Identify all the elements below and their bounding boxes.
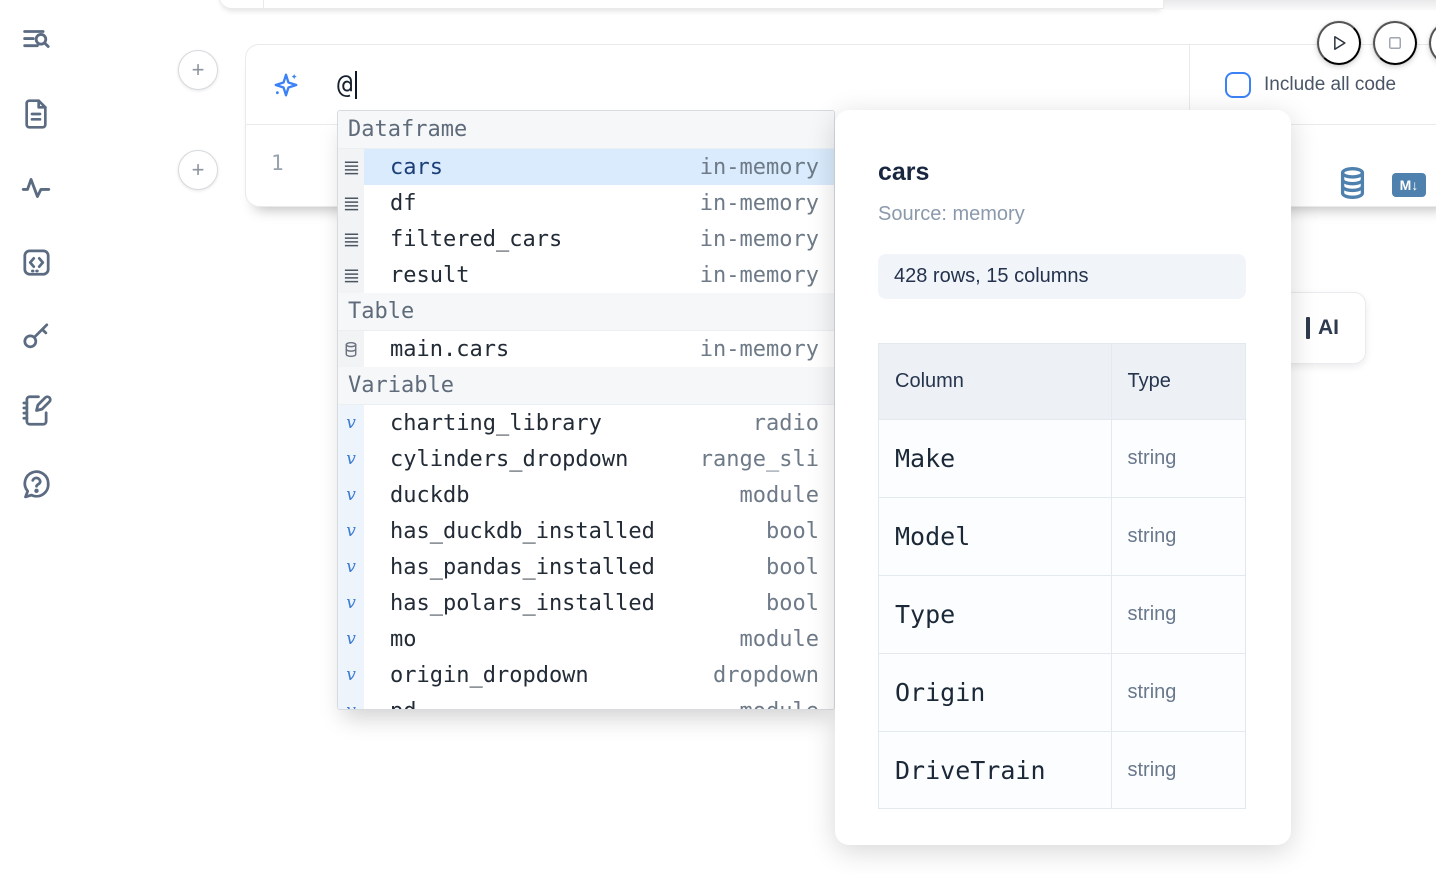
preview-stats-badge: 428 rows, 15 columns <box>878 254 1246 299</box>
stop-button[interactable] <box>1373 21 1417 65</box>
sidebar-item-snippets[interactable] <box>18 244 54 280</box>
run-cell-button[interactable] <box>1317 21 1361 65</box>
column-name: Make <box>879 419 1111 498</box>
sidebar-item-files[interactable] <box>18 96 54 132</box>
variable-icon: v <box>338 585 364 621</box>
ai-prompt-input[interactable]: @ <box>246 45 1189 124</box>
section-header-dataframe: Dataframe <box>338 111 834 149</box>
autocomplete-item-origin-dropdown[interactable]: v origin_dropdown dropdown <box>338 657 834 693</box>
autocomplete-item-pd[interactable]: v pd module <box>338 693 834 709</box>
autocomplete-item-result[interactable]: result in-memory <box>338 257 834 293</box>
help-chat-icon <box>20 468 53 501</box>
autocomplete-item-filtered-cars[interactable]: filtered_cars in-memory <box>338 221 834 257</box>
column-name: Origin <box>879 653 1111 732</box>
clipped-letter <box>1306 317 1310 339</box>
include-all-code-checkbox[interactable] <box>1225 71 1251 98</box>
previous-cell-shadow <box>1164 0 1436 10</box>
variable-icon: v <box>338 513 364 549</box>
autocomplete-item-cylinders-dropdown[interactable]: v cylinders_dropdown range_sli <box>338 441 834 477</box>
column-name: Model <box>879 497 1111 576</box>
notebook-pen-icon <box>20 394 53 427</box>
sidebar-item-activity[interactable] <box>18 170 54 206</box>
column-name: DriveTrain <box>879 731 1111 808</box>
dataframe-icon <box>338 185 364 221</box>
ai-sparkle-icon <box>272 71 300 99</box>
sidebar-item-explorer[interactable] <box>18 22 54 58</box>
autocomplete-item-has-pandas-installed[interactable]: v has_pandas_installed bool <box>338 549 834 585</box>
database-icon <box>338 331 364 367</box>
stop-icon <box>1386 34 1404 52</box>
section-header-variable: Variable <box>338 367 834 405</box>
type-header: Type <box>1110 344 1245 420</box>
key-icon <box>20 320 53 353</box>
dataframe-preview-panel: cars Source: memory 428 rows, 15 columns… <box>835 110 1291 845</box>
variable-icon: v <box>338 657 364 693</box>
autocomplete-item-charting-library[interactable]: v charting_library radio <box>338 405 834 441</box>
preview-schema-table: Column Type Make string Model string Typ… <box>878 343 1246 809</box>
line-number: 1 <box>271 151 284 175</box>
variable-icon: v <box>338 693 364 709</box>
column-type: string <box>1110 653 1245 732</box>
autocomplete-item-mo[interactable]: v mo module <box>338 621 834 657</box>
preview-title: cars <box>878 158 930 186</box>
table-row: Model string <box>879 497 1245 576</box>
add-cell-below-button[interactable]: + <box>178 150 218 190</box>
autocomplete-item-cars[interactable]: cars in-memory <box>338 149 834 185</box>
autocomplete-item-has-duckdb-installed[interactable]: v has_duckdb_installed bool <box>338 513 834 549</box>
sidebar <box>0 0 72 874</box>
table-row: Type string <box>879 575 1245 654</box>
include-all-code-option: Include all code <box>1189 45 1436 124</box>
include-all-code-label: Include all code <box>1264 73 1397 95</box>
column-name: Type <box>879 575 1111 654</box>
preview-source: Source: memory <box>878 203 1025 225</box>
code-editor-row[interactable]: 1 M↓ <box>246 125 1436 205</box>
previous-cell-bottom <box>218 0 1164 9</box>
dataframe-icon <box>338 257 364 293</box>
autocomplete-item-duckdb[interactable]: v duckdb module <box>338 477 834 513</box>
variable-icon: v <box>338 405 364 441</box>
variable-icon: v <box>338 477 364 513</box>
activity-icon <box>19 171 53 205</box>
column-type: string <box>1110 497 1245 576</box>
database-button[interactable] <box>1336 165 1369 201</box>
divider <box>263 0 264 8</box>
markdown-icon[interactable]: M↓ <box>1392 173 1426 197</box>
table-row: Origin string <box>879 653 1245 732</box>
text-cursor <box>354 70 357 99</box>
sidebar-item-help[interactable] <box>18 466 54 502</box>
table-header-row: Column Type <box>879 344 1245 420</box>
ai-prompt-value: @ <box>337 69 353 100</box>
column-header: Column <box>879 344 1111 420</box>
column-type: string <box>1110 731 1245 808</box>
sidebar-item-secrets[interactable] <box>18 318 54 354</box>
dataframe-icon <box>338 221 364 257</box>
column-type: string <box>1110 575 1245 654</box>
column-type: string <box>1110 419 1245 498</box>
variable-icon: v <box>338 441 364 477</box>
play-icon <box>1329 33 1349 53</box>
variable-icon: v <box>338 549 364 585</box>
autocomplete-item-has-polars-installed[interactable]: v has_polars_installed bool <box>338 585 834 621</box>
table-row: DriveTrain string <box>879 731 1245 808</box>
autocomplete-popup: Dataframe cars in-memory df in-memory fi… <box>337 110 835 710</box>
document-icon <box>20 98 52 130</box>
section-header-table: Table <box>338 293 834 331</box>
variable-icon: v <box>338 621 364 657</box>
sidebar-item-scratchpad[interactable] <box>18 392 54 428</box>
list-search-icon <box>19 23 53 57</box>
snippets-icon <box>20 246 53 279</box>
dataframe-icon <box>338 149 364 185</box>
autocomplete-item-df[interactable]: df in-memory <box>338 185 834 221</box>
table-row: Make string <box>879 419 1245 498</box>
add-cell-above-button[interactable]: + <box>178 50 218 90</box>
autocomplete-item-main-cars[interactable]: main.cars in-memory <box>338 331 834 367</box>
